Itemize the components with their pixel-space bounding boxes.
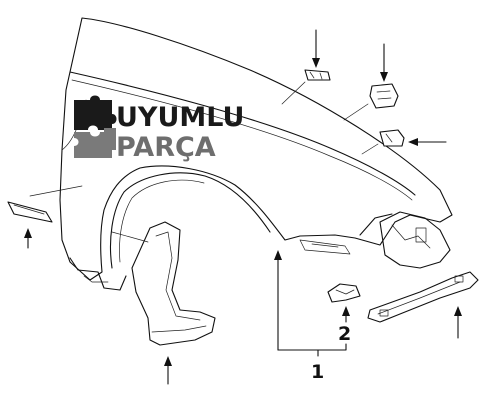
watermark-text-uyumlu: UYUMLU — [116, 102, 244, 133]
splash-guard — [111, 221, 216, 346]
callout-label-2: 2 — [338, 323, 351, 345]
fender-bracket-clip — [327, 283, 361, 303]
front-fender-panel — [59, 17, 453, 291]
fender-retainer-block — [343, 83, 399, 121]
side-marker-trim — [7, 185, 83, 223]
fender-clip-top — [281, 69, 331, 105]
fender-lower-bracket — [367, 271, 479, 323]
watermark-text-parca: PARÇA — [116, 132, 216, 163]
fender-clip-right — [361, 129, 405, 155]
callout-label-1: 1 — [311, 361, 324, 383]
watermark-logo: UYUMLU PARÇA — [74, 95, 244, 163]
pointer-arrows — [24, 29, 462, 385]
puzzle-logo-icon — [74, 95, 117, 158]
